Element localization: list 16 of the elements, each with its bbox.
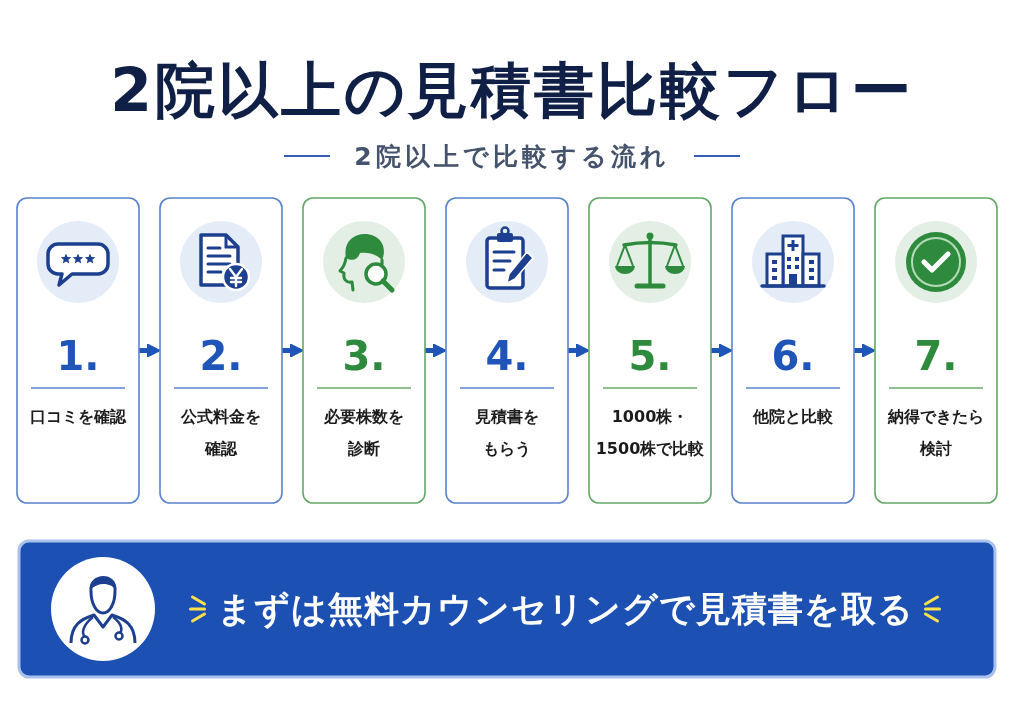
node-box: 4. 見積書をもらう bbox=[445, 197, 569, 504]
arrow bbox=[711, 343, 733, 358]
arrow bbox=[425, 343, 447, 358]
node-box: まずは無料カウンセリングで見積書を取る bbox=[17, 539, 997, 679]
node-box: 5. 1000株・1500株で比較 bbox=[588, 197, 712, 504]
node-box: 1. 口コミを確認 bbox=[16, 197, 140, 504]
node-box: 7. 納得できたら検討 bbox=[874, 197, 998, 504]
arrow bbox=[568, 343, 590, 358]
subtitle: 2院以上で比較する流れ bbox=[354, 140, 670, 173]
arrow bbox=[282, 343, 304, 358]
node-box: 6. 他院と比較 bbox=[731, 197, 855, 504]
arrow bbox=[139, 343, 161, 358]
arrow bbox=[854, 343, 876, 358]
node-box: 2. 公式料金を確認 bbox=[159, 197, 283, 504]
node-box: 3. 必要株数を診断 bbox=[302, 197, 426, 504]
title: 2院以上の見積書比較フロー bbox=[109, 54, 915, 127]
